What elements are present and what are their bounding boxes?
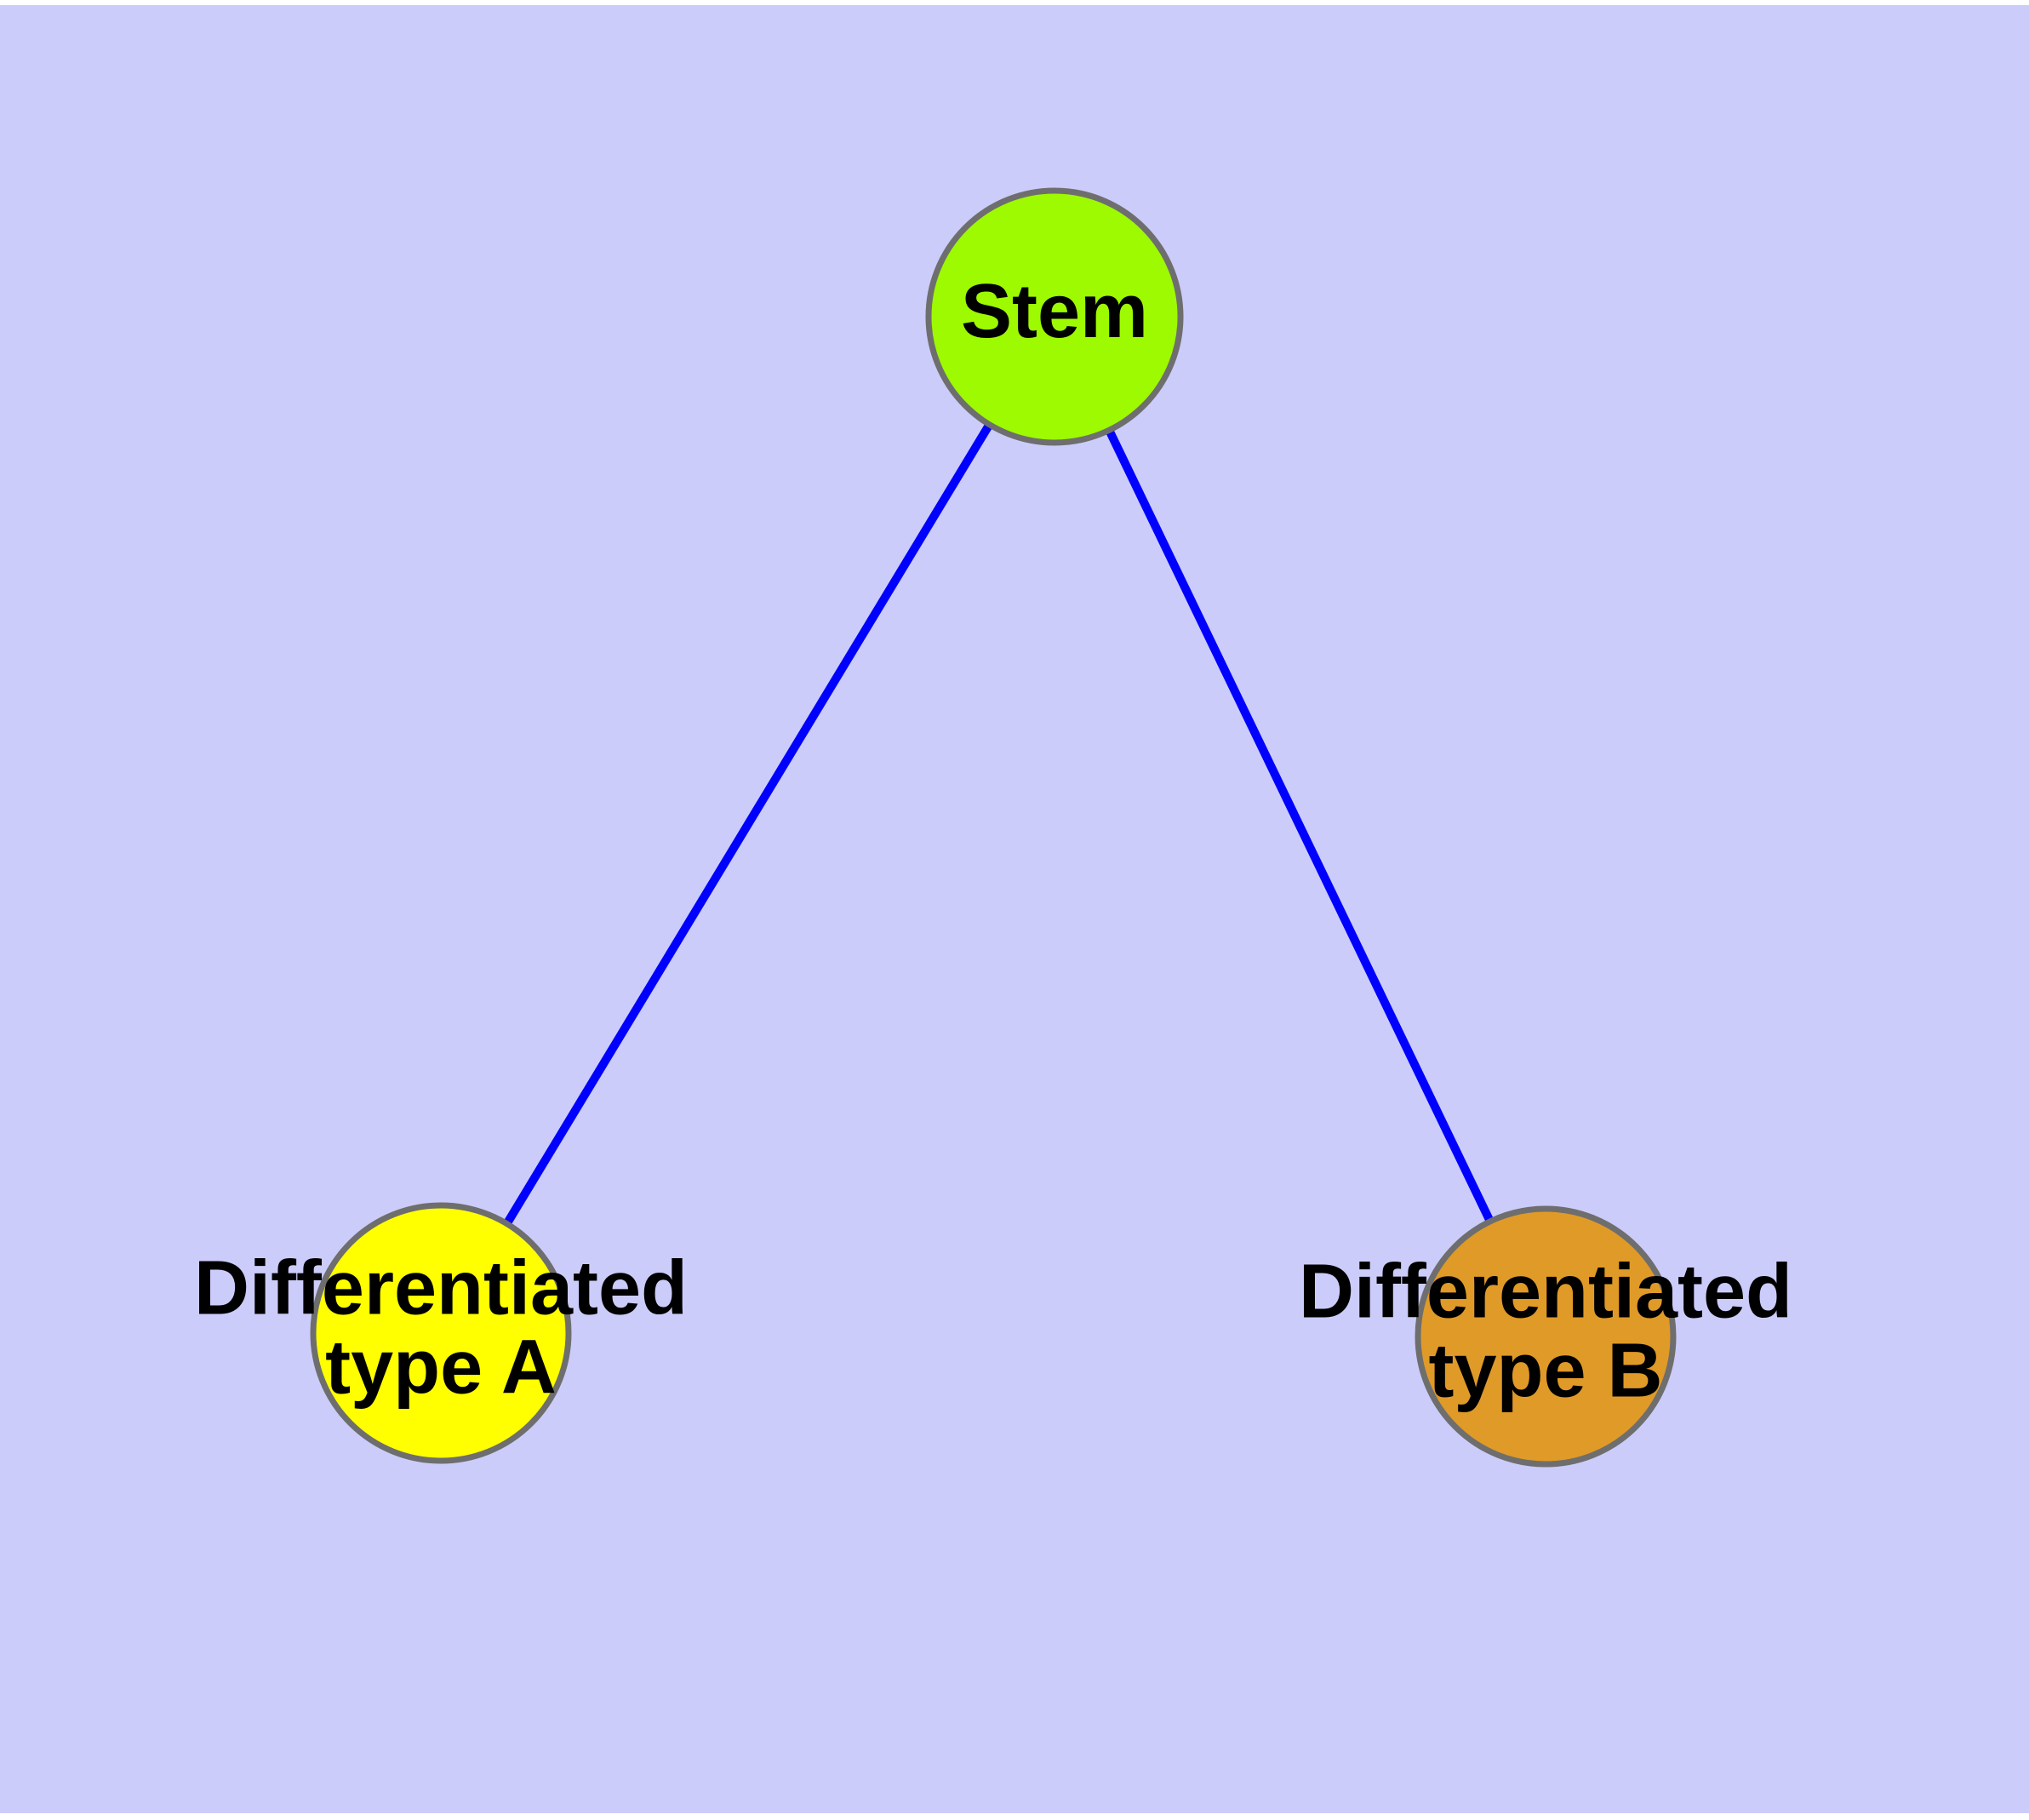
edges-layer: [501, 419, 1496, 1229]
edge-stem-to-differentiated-type-a[interactable]: [501, 419, 995, 1229]
differentiated-type-b-node-label-line: Differentiated: [1299, 1249, 1792, 1334]
differentiated-type-a-node-label-line: Differentiated: [194, 1245, 688, 1331]
differentiated-type-a-node[interactable]: [310, 1202, 572, 1464]
nodes-layer: [310, 187, 1677, 1468]
stem-node[interactable]: [925, 187, 1184, 446]
differentiated-type-b-node[interactable]: [1415, 1205, 1677, 1468]
stem-node-label: Stem: [961, 269, 1148, 354]
edge-stem-to-differentiated-type-b[interactable]: [1103, 425, 1496, 1227]
stem-node-label-line: Stem: [961, 269, 1148, 354]
differentiated-type-a-node-label-line: type A: [325, 1325, 557, 1410]
differentiated-type-b-node-label-line: type B: [1428, 1328, 1662, 1413]
